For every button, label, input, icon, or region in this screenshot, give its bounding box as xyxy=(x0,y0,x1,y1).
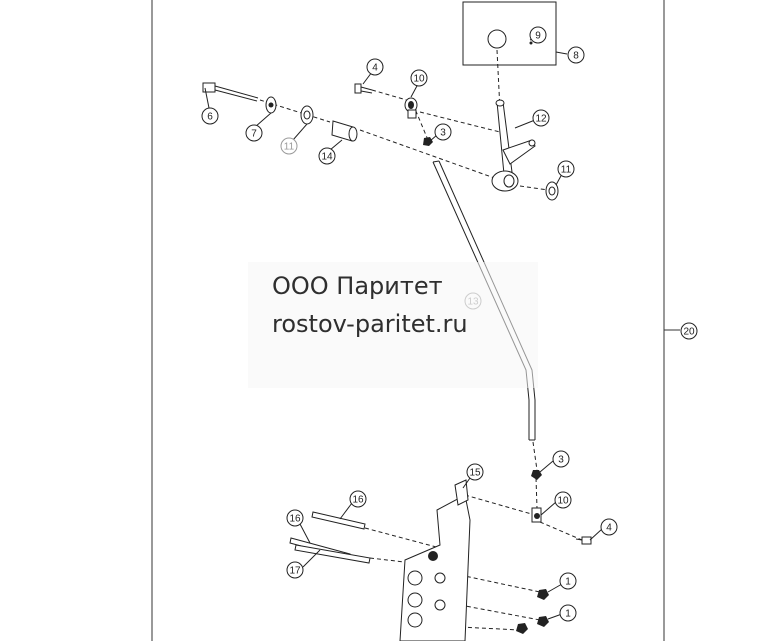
callout-c-11b: 11 xyxy=(557,160,575,178)
callout-circle xyxy=(559,572,577,590)
callout-circle xyxy=(286,509,304,527)
callout-circle xyxy=(532,109,550,127)
callout-label: 17 xyxy=(289,566,301,577)
callout-c-11a: 11 xyxy=(280,137,298,155)
nut-part-lower xyxy=(516,623,528,634)
callout-label: 1 xyxy=(565,577,571,588)
callout-c-9: 9 xyxy=(529,26,547,44)
watermark-company: ООО Паритет xyxy=(272,272,443,300)
callout-c-1b: 1 xyxy=(559,604,577,622)
callout-label: 11 xyxy=(284,142,295,153)
callout-c-6: 6 xyxy=(201,107,219,125)
control-valve-body xyxy=(399,479,471,641)
nut-part-1b xyxy=(537,616,549,627)
callout-c-8: 8 xyxy=(567,46,585,64)
callout-c-10a: 10 xyxy=(410,69,428,87)
callout-circle xyxy=(466,463,484,481)
callout-c-3b: 3 xyxy=(552,450,570,468)
callout-label: 8 xyxy=(573,51,579,62)
callout-circle xyxy=(201,107,219,125)
callout-circle xyxy=(434,123,452,141)
callout-label: 4 xyxy=(606,523,612,534)
callout-c-15: 15 xyxy=(466,463,484,481)
callout-label: 15 xyxy=(469,468,481,479)
callout-circle xyxy=(280,137,298,155)
callout-c-10b: 10 xyxy=(554,491,572,509)
callout-c-20: 20 xyxy=(680,322,698,340)
bushing-part-14 xyxy=(331,120,358,142)
nut-part-3a xyxy=(423,137,433,146)
callout-circle xyxy=(680,322,698,340)
callout-c-17: 17 xyxy=(286,561,304,579)
callout-c-1a: 1 xyxy=(559,572,577,590)
callout-circle xyxy=(554,491,572,509)
callout-c-4a: 4 xyxy=(366,58,384,76)
callout-c-16b: 16 xyxy=(286,509,304,527)
callout-label: 3 xyxy=(440,128,446,139)
assembly-lines-bottom xyxy=(364,441,583,631)
callout-circle xyxy=(286,561,304,579)
callout-label: 1 xyxy=(565,609,571,620)
callout-c-4b: 4 xyxy=(600,518,618,536)
pins-part-16-17 xyxy=(289,511,371,564)
callout-label: 4 xyxy=(372,63,378,74)
callout-circle xyxy=(366,58,384,76)
ball-joint-part-10b xyxy=(531,507,542,523)
nut-part-3b xyxy=(531,470,542,480)
callout-c-12: 12 xyxy=(532,109,550,127)
callout-circle xyxy=(349,490,367,508)
callout-c-16a: 16 xyxy=(349,490,367,508)
watermark-website: rostov-paritet.ru xyxy=(272,310,468,338)
callout-label: 16 xyxy=(289,514,301,525)
label-plate-part-8 xyxy=(462,1,568,66)
callout-circle xyxy=(567,46,585,64)
callout-circle xyxy=(410,69,428,87)
callout-label: 3 xyxy=(558,455,564,466)
watermark-background xyxy=(248,262,538,388)
screw-part-4a xyxy=(354,83,373,94)
callout-c-3a: 3 xyxy=(434,123,452,141)
nut-part-1a xyxy=(537,589,549,600)
callout-circle xyxy=(557,160,575,178)
bolt-part-6 xyxy=(202,82,259,102)
callout-circle xyxy=(245,124,263,142)
callout-label: 7 xyxy=(251,129,257,140)
callout-circle xyxy=(529,26,547,44)
callout-label: 10 xyxy=(413,74,425,85)
callout-leaders xyxy=(204,37,603,620)
callout-label: 11 xyxy=(561,165,572,176)
callout-label: 6 xyxy=(207,112,213,123)
callout-c-7: 7 xyxy=(245,124,263,142)
ball-joint-part-10a xyxy=(404,97,418,119)
callout-label: 9 xyxy=(535,31,541,42)
callout-circle xyxy=(559,604,577,622)
callout-circle xyxy=(318,147,336,165)
callout-label: 12 xyxy=(535,114,547,125)
callout-c-14: 14 xyxy=(318,147,336,165)
callout-label: 20 xyxy=(683,327,695,338)
screw-part-4b xyxy=(575,536,592,545)
callout-label: 14 xyxy=(321,152,333,163)
callout-circle xyxy=(600,518,618,536)
lever-part-12 xyxy=(491,99,536,192)
callout-label: 10 xyxy=(557,496,569,507)
callout-label: 16 xyxy=(352,495,364,506)
callout-circle xyxy=(552,450,570,468)
